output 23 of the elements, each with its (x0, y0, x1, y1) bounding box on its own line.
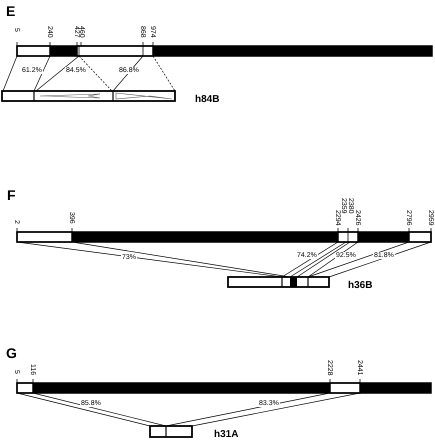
alignment-line (34, 56, 50, 92)
transcript-name: h84B (195, 95, 220, 105)
genomic-bar (16, 45, 433, 57)
alignment-line (290, 242, 346, 278)
genomic-bar (16, 231, 432, 243)
panel-letter: F (7, 188, 16, 202)
alignment-line (152, 56, 176, 92)
alignment-line (112, 56, 144, 92)
transcript-name: h36B (348, 281, 372, 291)
alignment-line (36, 56, 80, 92)
alignment-line (78, 56, 112, 92)
transcript-name: h31A (214, 430, 238, 440)
panel-letter: G (6, 346, 17, 360)
genomic-bar (16, 382, 432, 394)
alignment-line (2, 56, 18, 92)
alignment-line (308, 242, 410, 278)
panel-letter: E (6, 4, 16, 18)
alignment-line (282, 242, 338, 278)
transcript-bar (227, 276, 330, 288)
transcript-bar (1, 90, 176, 102)
alignment-line (296, 242, 350, 278)
transcript-bar (149, 425, 193, 438)
alignment-line (308, 242, 358, 278)
